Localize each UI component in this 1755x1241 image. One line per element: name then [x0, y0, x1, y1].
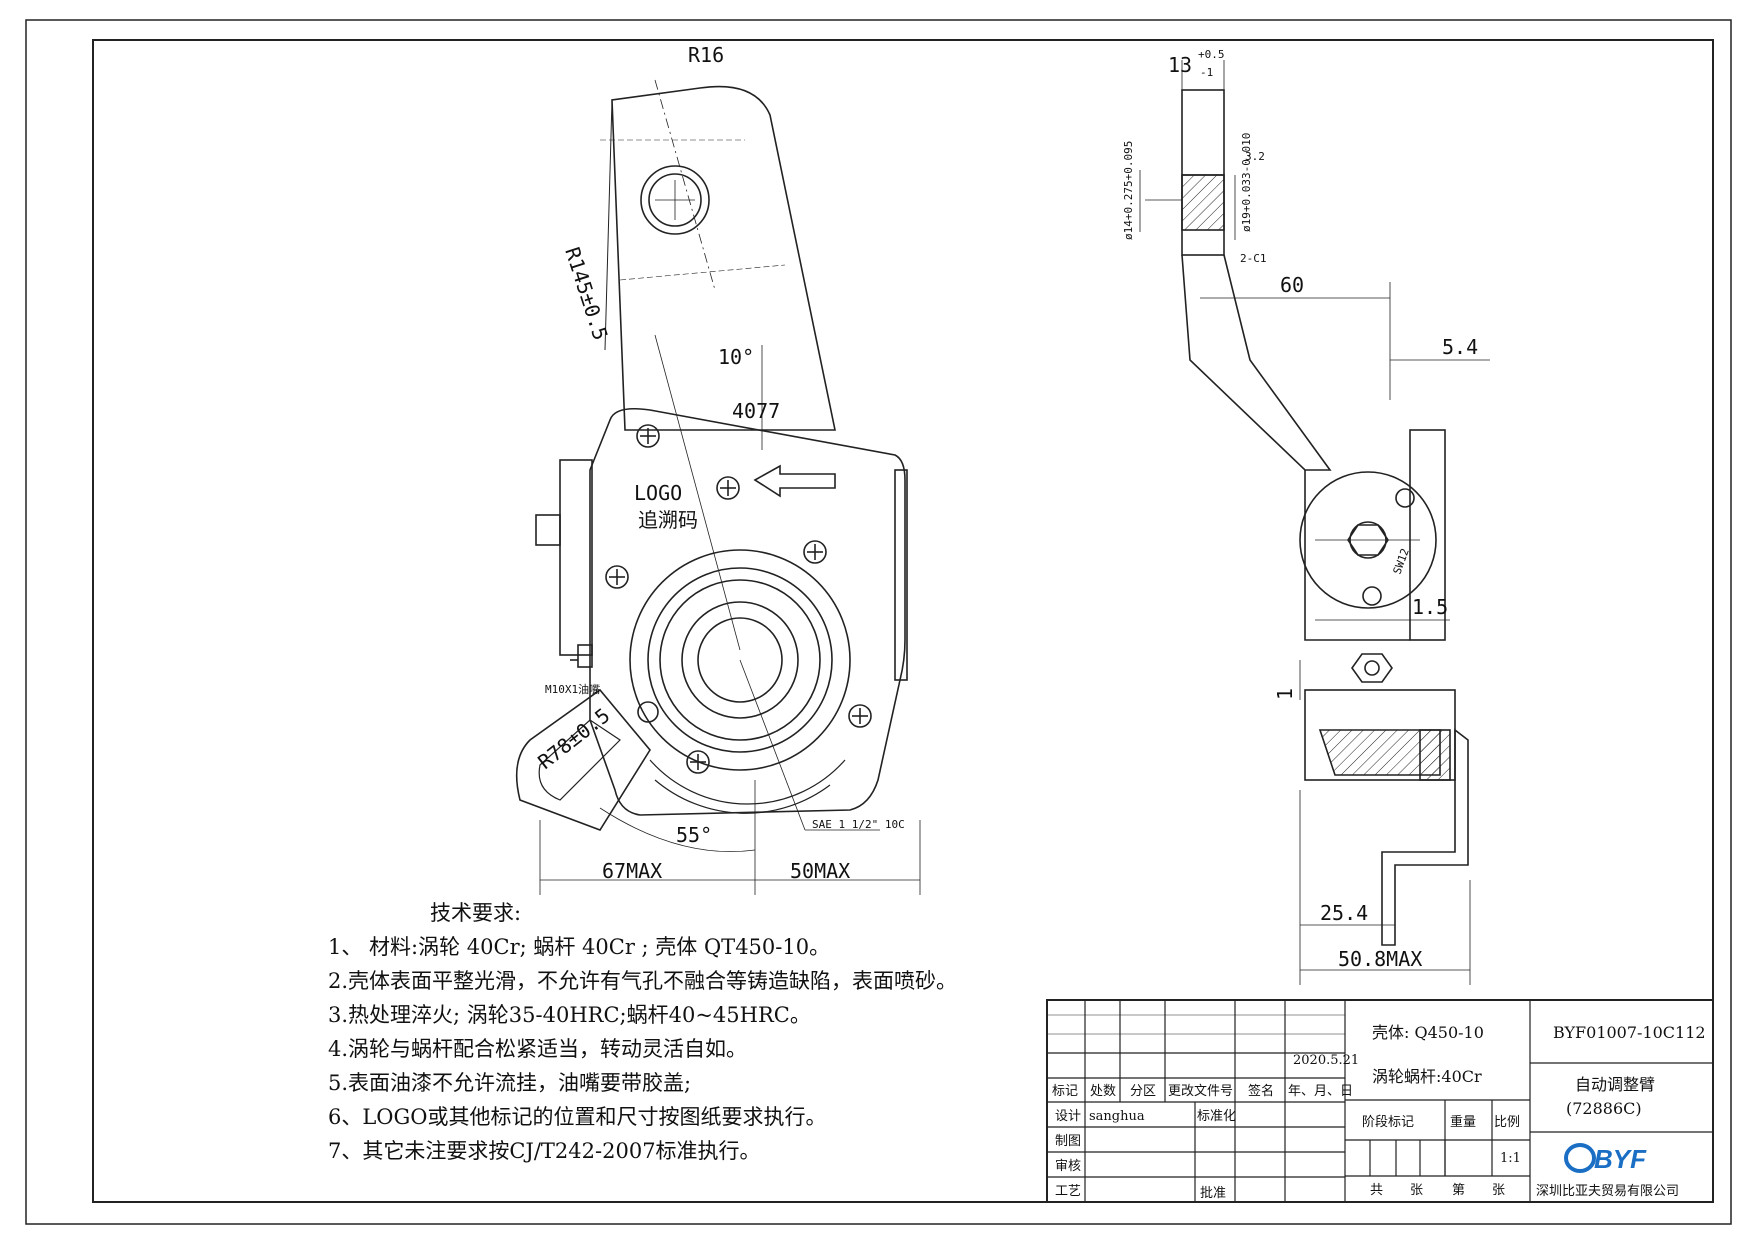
dim-25-4: 25.4 — [1320, 901, 1368, 925]
tb-sheets-unit2: 张 — [1492, 1183, 1505, 1198]
spline-label: SAE 1 1/2" 10C — [812, 818, 905, 831]
side-view-labels: 13 +0.5 -1 3.2 ø14+0.275+0.095 ø19+0.033… — [1122, 48, 1478, 971]
company-logo: BYF — [1564, 1143, 1647, 1174]
title-block-text: 2020.5.21 标记 处数 分区 更改文件号 签名 年、月、日 设计 san… — [1052, 1023, 1706, 1201]
dim-1-5: 1.5 — [1412, 595, 1448, 619]
front-view — [515, 79, 921, 895]
dim-d14: ø14+0.275+0.095 — [1122, 141, 1135, 240]
screw-1 — [636, 424, 660, 448]
side-hub — [1299, 471, 1437, 609]
note-item: 6、LOGO或其他标记的位置和尺寸按图纸要求执行。 — [328, 1105, 827, 1129]
tb-material-housing: 壳体: Q450-10 — [1372, 1023, 1484, 1042]
tb-rev-date: 年、月、日 — [1288, 1084, 1353, 1099]
tb-sheet-no: 第 — [1452, 1183, 1465, 1198]
note-item: 3.热处理淬火; 涡轮35-40HRC;蜗杆40~45HRC。 — [328, 1003, 811, 1027]
tb-process: 工艺 — [1055, 1184, 1081, 1199]
dim-60: 60 — [1280, 273, 1304, 297]
tb-company: 深圳比亚夫贸易有限公司 — [1536, 1184, 1679, 1199]
tb-stage-mark: 阶段标记 — [1362, 1115, 1414, 1130]
tb-rev-sign: 签名 — [1248, 1083, 1274, 1099]
note-item: 7、其它未注要求按CJ/T242-2007标准执行。 — [328, 1139, 761, 1163]
grease-nipple — [577, 644, 593, 668]
tb-date: 2020.5.21 — [1293, 1053, 1359, 1068]
logo-text: BYF — [1594, 1144, 1647, 1174]
tb-part-name: 自动调整臂 — [1575, 1075, 1655, 1094]
screw-6 — [686, 750, 710, 774]
dim-13-lower: -1 — [1200, 66, 1213, 79]
tb-rev-mark: 标记 — [1052, 1084, 1078, 1099]
logo-mark: LOGO — [634, 481, 682, 505]
tb-review: 审核 — [1055, 1159, 1081, 1174]
dim-4077: 4077 — [732, 399, 780, 423]
outer-border — [25, 19, 1732, 1225]
bolt-head — [535, 514, 561, 546]
dim-r78: R78±0.5 — [533, 703, 614, 774]
lower-lever — [515, 688, 651, 831]
tb-part-number: (72886C) — [1566, 1099, 1642, 1118]
direction-arrow — [753, 464, 836, 498]
nipple-label: M10X1油嘴 — [545, 682, 600, 696]
tb-scale: 1:1 — [1500, 1151, 1521, 1166]
top-bore — [640, 165, 710, 235]
tb-standardize: 标准化 — [1197, 1109, 1236, 1124]
dim-r145: R145±0.5 — [560, 244, 613, 343]
front-view-labels: R16 R145±0.5 10° 4077 LOGO 追溯码 M10X1油嘴 R… — [533, 43, 904, 883]
housing-ring — [629, 549, 851, 771]
side-view — [1139, 60, 1490, 985]
tb-sheets-total: 共 — [1370, 1183, 1383, 1198]
notes-heading: 技术要求: — [430, 901, 522, 925]
tb-rev-count: 处数 — [1090, 1084, 1116, 1099]
dim-50max: 50MAX — [790, 859, 850, 883]
side-plate-right — [1409, 429, 1446, 641]
note-item: 4.涡轮与蜗杆配合松紧适当，转动灵活自如。 — [328, 1037, 748, 1061]
drawing-frame — [92, 39, 1714, 1203]
side-arm-bend — [1181, 254, 1332, 471]
trace-code: 追溯码 — [638, 508, 698, 532]
dim-67max: 67MAX — [602, 859, 662, 883]
tb-design: 设计 — [1055, 1109, 1081, 1124]
tb-material-worm: 涡轮蜗杆:40Cr — [1372, 1067, 1482, 1086]
dim-angle-55: 55° — [676, 823, 712, 847]
note-item: 2.壳体表面平整光滑，不允许有气孔不融合等铸造缺陷，表面喷砂。 — [328, 969, 958, 993]
note-item: 5.表面油漆不允许流挂，油嘴要带胶盖; — [328, 1071, 692, 1095]
tb-draw: 制图 — [1055, 1134, 1081, 1149]
title-block — [1046, 999, 1714, 1203]
dim-13-upper: +0.5 — [1198, 48, 1225, 61]
screw-4 — [605, 565, 629, 589]
tb-rev-doc: 更改文件号 — [1168, 1084, 1233, 1099]
dim-50-8max: 50.8MAX — [1338, 947, 1422, 971]
label-sw12: SW12 — [1391, 547, 1412, 576]
dim-angle-10: 10° — [718, 345, 754, 369]
tb-weight: 重量 — [1450, 1114, 1476, 1130]
tb-drawing-number: BYF01007-10C112 — [1553, 1023, 1706, 1042]
gear-ring — [647, 567, 833, 753]
slack-arm — [611, 85, 836, 431]
tb-sheets-unit1: 张 — [1410, 1183, 1423, 1198]
side-plate — [559, 459, 593, 656]
dim-chamfer: 2-C1 — [1240, 252, 1267, 265]
side-nut — [1351, 653, 1393, 683]
side-bracket — [1381, 728, 1469, 946]
dim-d19: ø19+0.033-0.010 — [1240, 133, 1253, 232]
side-arm-top — [1181, 89, 1225, 256]
housing-body — [589, 407, 906, 816]
technical-requirements: 技术要求: 1、 材料:涡轮 40Cr; 蜗杆 40Cr ; 壳体 QT450-… — [328, 896, 1028, 1168]
note-item: 1、 材料:涡轮 40Cr; 蜗杆 40Cr ; 壳体 QT450-10。 — [328, 935, 831, 959]
tb-scale-label: 比例 — [1494, 1115, 1520, 1130]
tb-rev-zone: 分区 — [1130, 1084, 1156, 1099]
screw-5 — [848, 704, 872, 728]
dim-1: 1 — [1273, 688, 1297, 700]
screw-2 — [716, 476, 740, 500]
dim-13: 13 — [1168, 53, 1192, 77]
roughness: 3.2 — [1245, 150, 1265, 163]
dim-5-4: 5.4 — [1442, 335, 1478, 359]
tb-designer: sanghua — [1089, 1109, 1145, 1124]
spline-bore — [681, 601, 799, 719]
dim-r16: R16 — [688, 43, 724, 67]
screw-3 — [803, 540, 827, 564]
tb-approve: 批准 — [1200, 1186, 1226, 1201]
